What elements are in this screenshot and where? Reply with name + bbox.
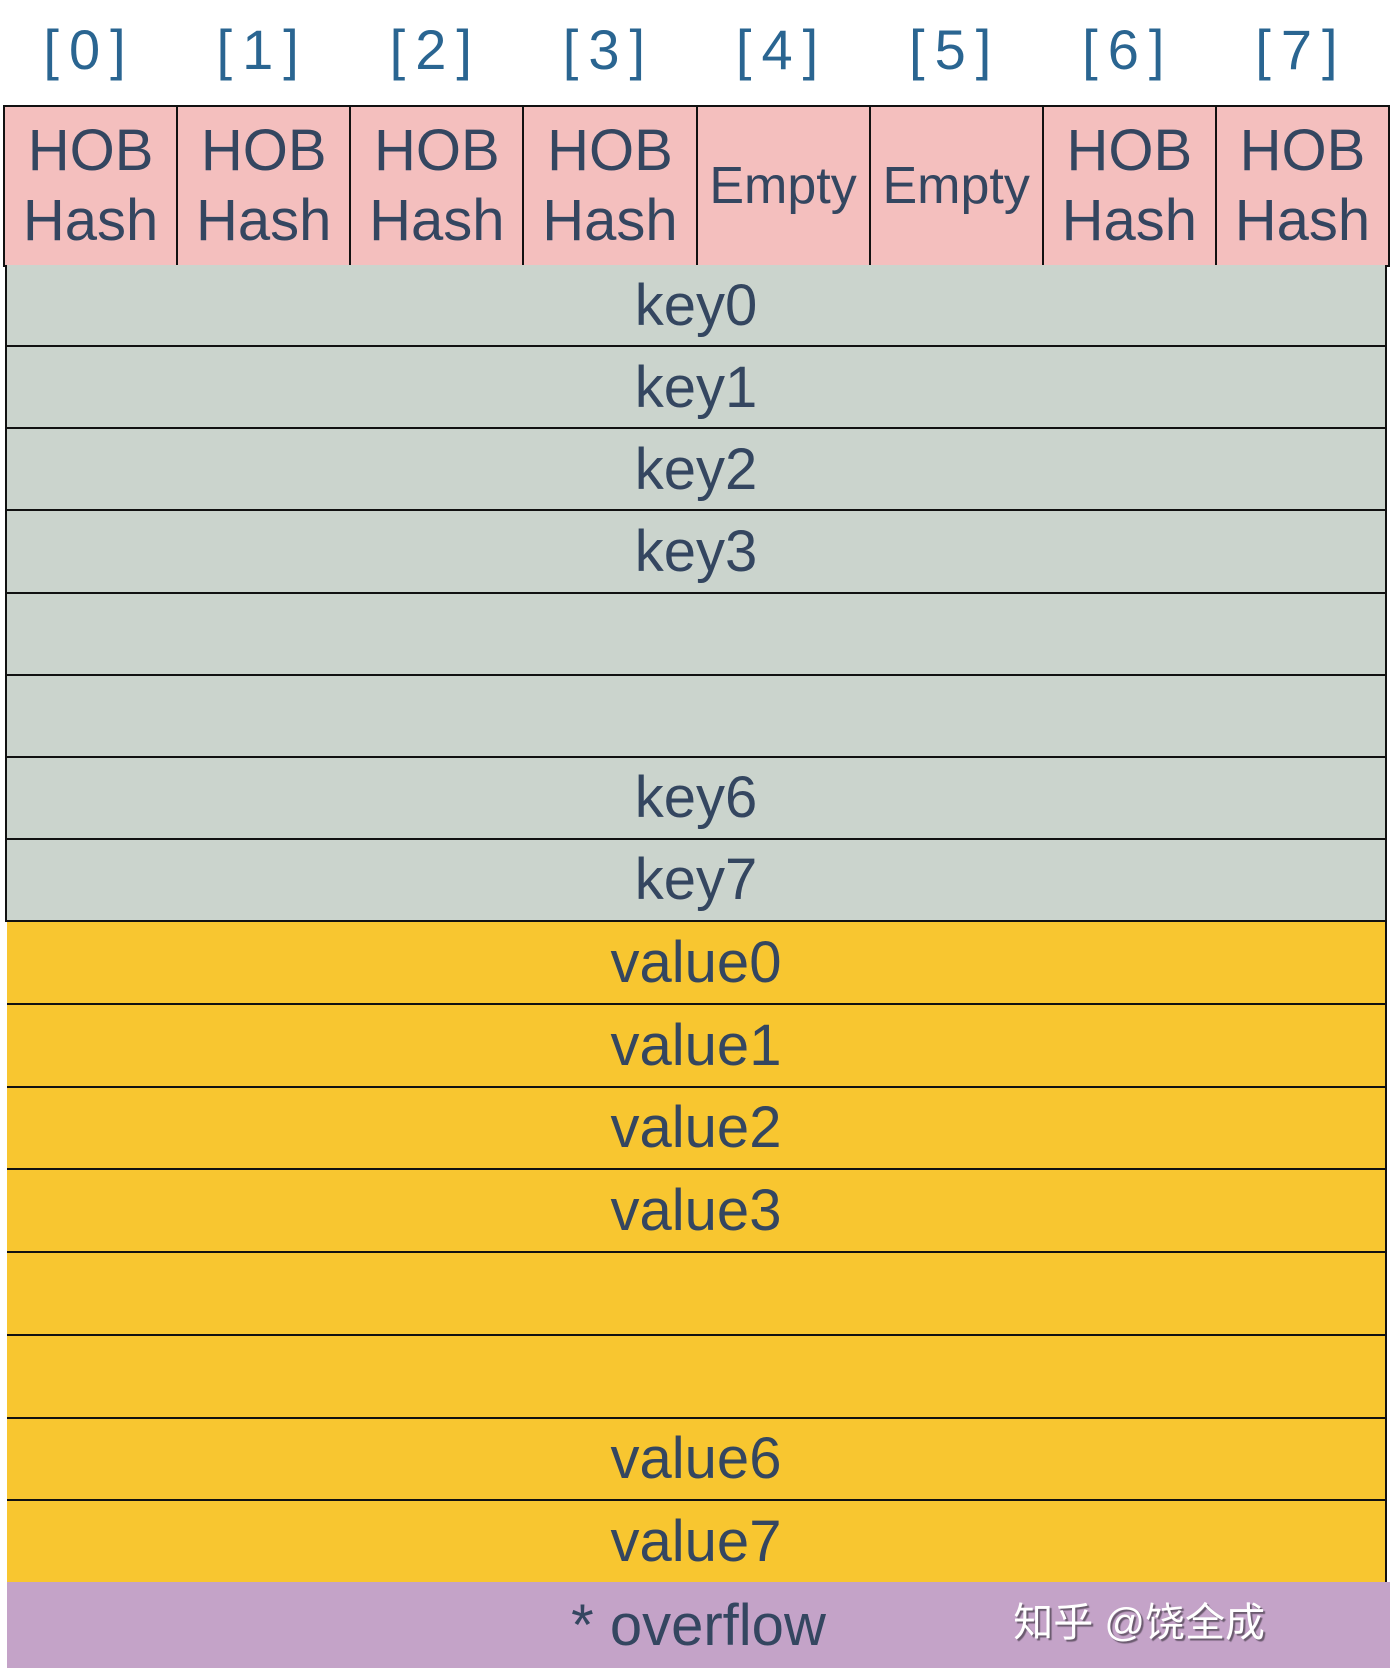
- slot-index: [7]: [1255, 18, 1348, 81]
- slot-index: [1]: [216, 18, 309, 81]
- tophash-line2: Hash: [1234, 188, 1371, 253]
- tophash-line1: Empty: [709, 157, 857, 215]
- key-row: key0: [7, 265, 1385, 348]
- key-row: [7, 676, 1385, 758]
- watermark: 知乎 @饶全成: [1013, 1601, 1265, 1645]
- tophash-line2: Hash: [369, 188, 505, 253]
- value-row: value2: [7, 1088, 1385, 1171]
- slot-indices: [0] [1] [2] [3] [4] [5] [6] [7]: [3, 10, 1388, 90]
- tophash-line1: HOB: [547, 118, 673, 183]
- tophash-cell-empty: Empty: [698, 107, 871, 265]
- slot-index: [4]: [735, 18, 829, 81]
- tophash-line1: HOB: [373, 118, 500, 183]
- value-row: value7: [610, 1509, 782, 1575]
- slot-index: [6]: [1082, 18, 1175, 81]
- slot-index: [5]: [909, 18, 1002, 81]
- value-row: [7, 1336, 1385, 1419]
- tophash-line1: HOB: [200, 118, 327, 183]
- keys-array: key0 key1 key2 key3 key6 key7: [5, 265, 1387, 922]
- key-row: key1: [7, 347, 1385, 430]
- key-row: key7: [7, 840, 1385, 922]
- tophash-line2: Hash: [542, 188, 678, 253]
- key-row: key6: [7, 758, 1385, 840]
- value-row: value3: [7, 1170, 1385, 1253]
- tophash-line1: HOB: [27, 118, 154, 183]
- tophash-line1: HOB: [1066, 118, 1193, 183]
- tophash-cell-empty: Empty: [871, 107, 1044, 265]
- slot-index: [2]: [389, 18, 482, 81]
- value-row: value0: [7, 922, 1385, 1005]
- value-row: value6: [7, 1419, 1385, 1502]
- values-array: value0 value1 value2 value3 value6 value…: [7, 922, 1387, 1582]
- tophash-line2: Hash: [1061, 188, 1198, 253]
- slot-index: [3]: [562, 18, 656, 81]
- key-row: key3: [7, 511, 1385, 594]
- tophash-line2: Hash: [195, 188, 332, 253]
- value-row: [7, 1253, 1385, 1336]
- slot-index: [0]: [43, 18, 136, 81]
- overflow-pointer: * overflow: [7, 1582, 1390, 1668]
- key-row: [7, 594, 1385, 676]
- tophash-line2: Hash: [22, 188, 159, 253]
- tophash-line1: HOB: [1239, 118, 1366, 183]
- key-row: key2: [7, 429, 1385, 512]
- value-row: value1: [7, 1005, 1385, 1088]
- tophash-line1: Empty: [882, 157, 1030, 215]
